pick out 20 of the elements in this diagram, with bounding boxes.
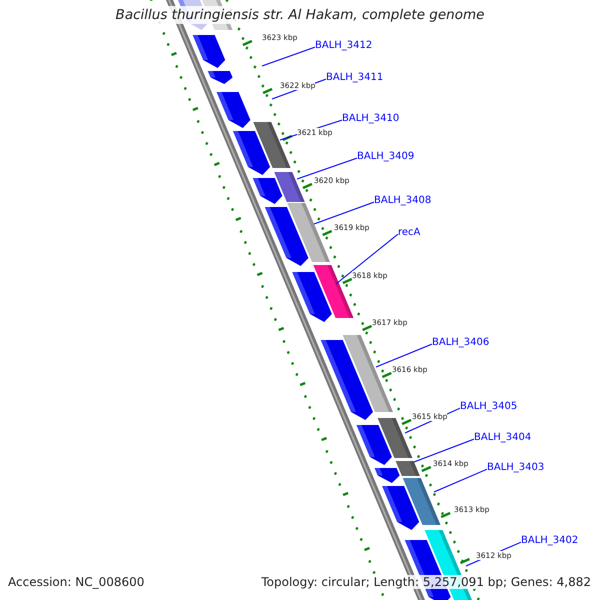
leader-line: [314, 202, 374, 224]
leader-line: [336, 234, 398, 284]
gene-label: BALH_3406: [432, 337, 490, 348]
gene-label: BALH_3403: [487, 462, 544, 473]
leader-line: [434, 468, 488, 492]
gene-label: BALH_3412: [315, 40, 372, 51]
accession-label: Accession: NC_008600: [8, 575, 144, 589]
leader-line: [296, 158, 358, 180]
leader-line: [376, 344, 432, 368]
gene-label: BALH_3409: [357, 151, 414, 162]
leader-line: [262, 46, 316, 66]
gene-label: BALH_3404: [474, 432, 532, 443]
gene-label: recA: [398, 227, 420, 238]
genome-info-label: Topology: circular; Length: 5,257,091 bp; Genes: 4,882: [261, 575, 591, 589]
gene-label: BALH_3411: [326, 72, 384, 83]
leader-line: [414, 438, 474, 462]
gene-label: BALH_3402: [521, 535, 578, 546]
gene-label: BALH_3408: [374, 195, 432, 206]
gene-label: BALH_3405: [460, 401, 518, 412]
gene-label: BALH_3410: [342, 113, 400, 124]
